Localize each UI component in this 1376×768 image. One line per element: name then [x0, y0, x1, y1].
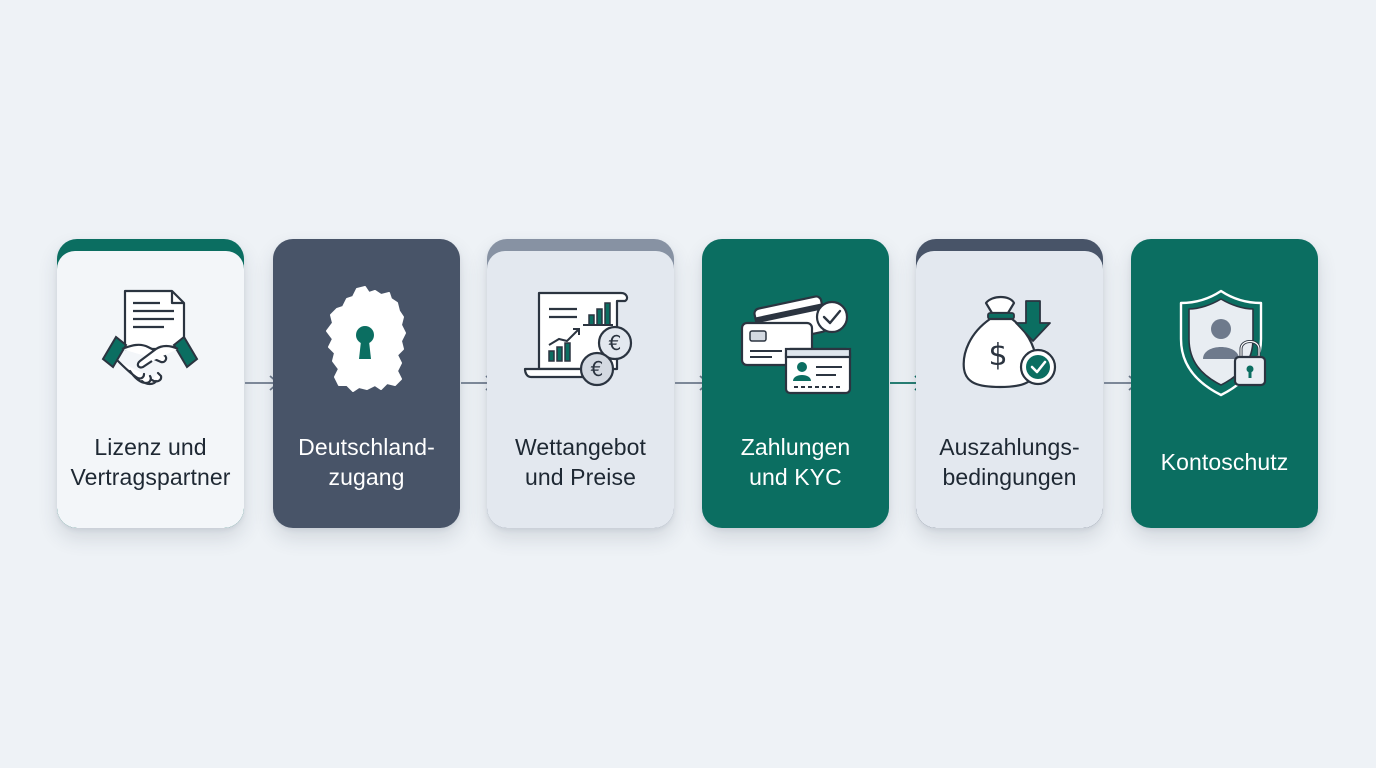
step-label: Auszahlungs- bedingungen — [939, 434, 1080, 490]
germany-keyhole-icon — [326, 286, 406, 392]
step-card-betting-offer: € € Wettangebot und Preise — [487, 239, 674, 528]
step-card-license: Lizenz und Vertragspartner — [57, 239, 244, 528]
step-card-germany-access: Deutschland- zugang — [273, 239, 460, 528]
report-euro-coins-icon: € € — [523, 291, 633, 387]
step-label: Deutschland- zugang — [298, 434, 435, 490]
svg-text:€: € — [609, 331, 622, 355]
step-label: Wettangebot und Preise — [514, 434, 647, 490]
shield-user-lock-icon — [1179, 289, 1267, 397]
step-label: Kontoschutz — [1160, 449, 1289, 475]
svg-text:€: € — [591, 357, 604, 381]
cards-id-check-icon — [740, 295, 852, 395]
step-label: Zahlungen und KYC — [740, 434, 851, 490]
step-label: Lizenz und Vertragspartner — [70, 434, 231, 490]
step-card-account-protection: Kontoschutz — [1131, 239, 1318, 528]
svg-text:$: $ — [988, 338, 1007, 373]
step-card-withdrawal-conditions: $ Auszahlungs- bedingungen — [916, 239, 1103, 528]
money-bag-download-icon: $ — [962, 295, 1057, 389]
step-card-payments-kyc: Zahlungen und KYC — [702, 239, 889, 528]
contract-handshake-icon — [101, 289, 199, 386]
